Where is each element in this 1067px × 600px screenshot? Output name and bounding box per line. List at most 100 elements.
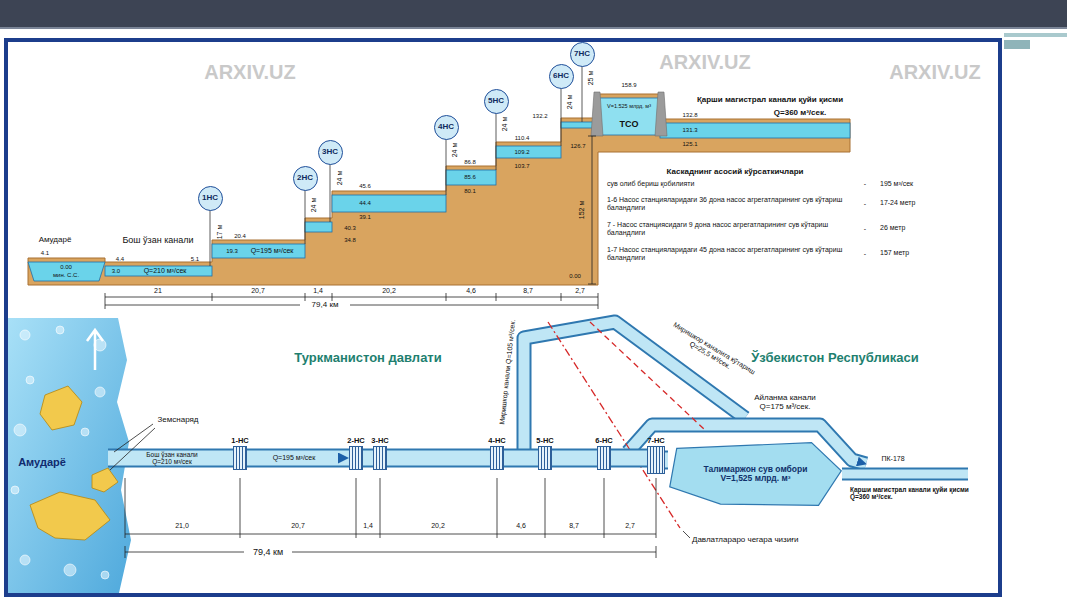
- region-label: Ўзбекистон Республикаси: [751, 351, 918, 366]
- distance-label: 20,7: [291, 522, 305, 530]
- node-text: 2НС: [297, 174, 313, 183]
- dimension-line: [588, 136, 596, 284]
- elevation-mark: 5.1: [191, 256, 199, 263]
- canal-outline: [504, 449, 538, 468]
- node-text: 6НС: [553, 72, 569, 81]
- reservoir-code: ТСО: [620, 119, 639, 129]
- node-text: 4НС: [438, 123, 454, 132]
- station-circle: 4НС: [434, 115, 459, 140]
- dimension-line: [105, 293, 598, 301]
- river-island: [30, 492, 110, 540]
- node-text: 7НС: [574, 50, 590, 59]
- distance-label: 79,4 км: [253, 547, 283, 557]
- node-text: 3НС: [322, 148, 338, 157]
- elevation-mark: 0.00: [60, 264, 72, 271]
- slide-header: [0, 27, 1067, 29]
- canal-name: Айланма канали Q=175 м³/сек.: [748, 393, 823, 411]
- elevation-mark: 85.6: [464, 174, 476, 181]
- node-text: 1НС: [202, 194, 218, 203]
- pump-station-building: [538, 446, 552, 470]
- dimension-line: [125, 534, 656, 535]
- leader-line: [110, 424, 690, 538]
- river-island: [40, 386, 82, 430]
- amudarya-river: [11, 486, 19, 494]
- reservoir-dam: [591, 92, 603, 136]
- water-level: [598, 98, 660, 135]
- canal-body: [363, 451, 373, 466]
- canal-name: Миришкор канали Q=105 м³/сек.: [498, 319, 517, 425]
- leader-line: [683, 531, 690, 538]
- state-border-line: [548, 322, 705, 528]
- distance-label: 20,7: [251, 287, 265, 295]
- table-cell: -: [864, 180, 866, 188]
- reservoir-outline: [670, 443, 842, 506]
- table-cell: 157 метр: [880, 249, 909, 257]
- water-level: [446, 170, 496, 185]
- pump-station: 6-НС: [595, 437, 613, 470]
- distance-label: 1,4: [363, 522, 373, 530]
- node-text: 5-НС: [536, 437, 554, 445]
- flow-arrow: [87, 330, 103, 370]
- water-level: [212, 244, 305, 258]
- canal-connector: [611, 458, 647, 459]
- elevation-mark: 126.7: [570, 143, 585, 150]
- amudarya-river: [56, 326, 64, 334]
- distance-label: 4,6: [466, 287, 476, 295]
- amudarya-river: [95, 387, 105, 397]
- slide-frame: [6, 40, 1000, 595]
- pump-station: 4-НС: [488, 437, 506, 470]
- node-text: 4-НС: [488, 437, 506, 445]
- pump-station-building: [233, 446, 247, 470]
- distance-label: 2,7: [575, 287, 585, 295]
- reservoir-dam: [591, 92, 667, 136]
- canal-band: [842, 468, 968, 481]
- water-level: [28, 262, 105, 281]
- table-cell: 7 - Насос станциясидаги 9 дона насос агр…: [607, 221, 847, 237]
- picket-label: ПК-178: [881, 455, 904, 463]
- station-circle: 1НС: [198, 186, 223, 211]
- distance-label: 20,2: [431, 522, 445, 530]
- amudarya-river: [20, 330, 30, 340]
- canal-body: [504, 451, 538, 466]
- slide-frame: [6, 40, 1000, 595]
- table-cell: -: [864, 200, 866, 208]
- water-level: [105, 266, 212, 276]
- table-cell: 26 метр: [880, 224, 905, 232]
- canal-band: [108, 322, 968, 474]
- elevation-mark: мин. С.С.: [53, 272, 79, 279]
- canal-connector: [552, 458, 597, 459]
- dimension-line: [125, 546, 656, 558]
- canal-connector: [504, 458, 538, 459]
- table-cell: 17-24 метр: [880, 199, 915, 207]
- pump-station: 7-НС: [647, 437, 665, 474]
- elevation-mark: 0.00: [569, 273, 581, 280]
- pump-station: 2-НС: [347, 437, 365, 470]
- node-text: 3-НС: [371, 437, 389, 445]
- node-text: 1-НС: [231, 437, 249, 445]
- station-circle: 6НС: [549, 64, 574, 89]
- pump-station-building: [349, 446, 363, 470]
- canal-body: [552, 451, 597, 466]
- ground-profile: [28, 94, 850, 285]
- pump-station-building: [490, 446, 504, 470]
- watermark: ARXIV.UZ: [659, 51, 751, 74]
- flow-arrow: [87, 330, 103, 370]
- elevation-mark: 125.1: [682, 141, 697, 148]
- pump-station-building: [373, 446, 387, 470]
- station-circle: 2НС: [293, 166, 318, 191]
- canal-connector: [387, 458, 490, 459]
- table-heading: Каскаднинг асосий кўрсаткичлари: [667, 167, 804, 176]
- amudarya-river: [81, 428, 89, 436]
- border-label: Давлатлараро чегара чизиғи: [692, 535, 799, 544]
- canal-name: Миришкор каналига кўтариш Q=25,5 м³/сек.: [661, 317, 764, 387]
- canal-outline: [387, 449, 490, 468]
- distance-label: 4,6: [516, 522, 526, 530]
- amudarya-river: [64, 564, 76, 576]
- reservoir-dam: [655, 92, 667, 136]
- height-dimension: 24 м: [566, 95, 574, 110]
- elevation-mark: 110.4: [515, 135, 530, 142]
- dimension-line: [105, 301, 598, 309]
